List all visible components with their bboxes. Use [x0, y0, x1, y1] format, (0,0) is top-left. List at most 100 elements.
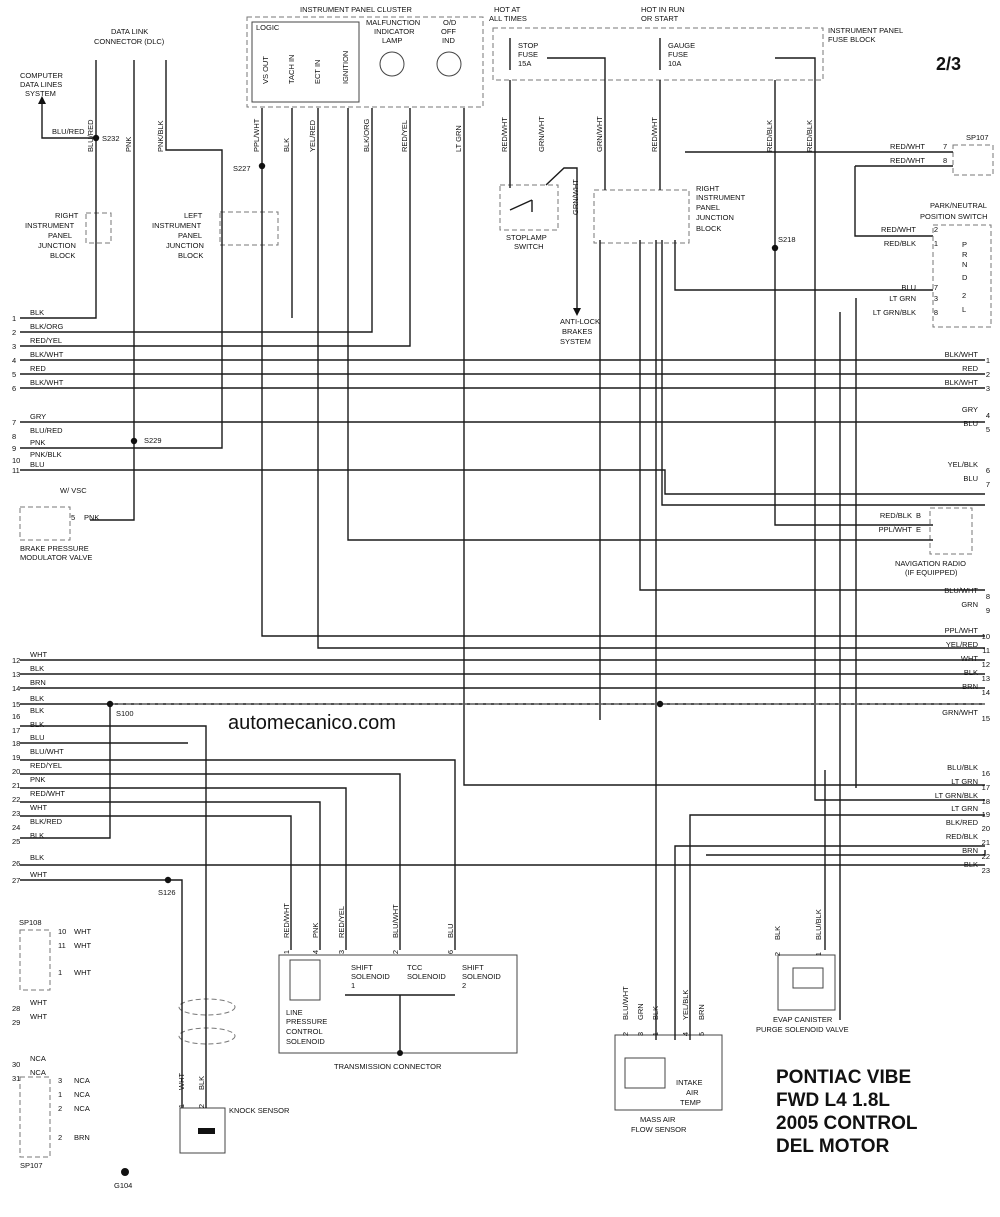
left-pin-number: 11: [12, 466, 20, 475]
right-pin-wire: BLK: [964, 860, 978, 869]
sp108-label: SP108: [19, 918, 42, 927]
left-ip-jb-4: JUNCTION: [166, 241, 204, 250]
splice-s126: [164, 876, 172, 884]
fuse-icons: [509, 38, 661, 70]
transmission-wire: PNK: [311, 923, 320, 938]
left-pin-number: 21: [12, 781, 20, 790]
knock-pin: 1: [177, 1104, 186, 1108]
park-neutral-1: PARK/NEUTRAL: [930, 201, 987, 210]
maf-wire: BLU/WHT: [621, 986, 630, 1020]
left-pin-number: 14: [12, 684, 20, 693]
shift-sol-1-c: 1: [351, 981, 355, 990]
brake-pressure-box: [19, 506, 71, 541]
right-pin-wire: YEL/BLK: [948, 460, 978, 469]
maf-wire: GRN: [636, 1003, 645, 1020]
right-pin-wire: WHT: [961, 654, 978, 663]
left-pin-wire: RED/WHT: [30, 789, 65, 798]
left-pin-wire: BLK/WHT: [30, 378, 64, 387]
evap-pin: 2: [773, 952, 782, 956]
right-ip-jb-2: INSTRUMENT: [696, 193, 746, 202]
right-pin-wire: RED/BLK: [946, 832, 978, 841]
title-line-4: DEL MOTOR: [776, 1136, 890, 1157]
evap-2: PURGE SOLENOID VALVE: [756, 1025, 849, 1034]
right-ip-jb-l-1: RIGHT: [55, 211, 79, 220]
shield-top: [178, 998, 236, 1016]
splice-s100: [106, 700, 114, 708]
sp107-wire: NCA: [74, 1076, 90, 1085]
ip-fuse-block-2: FUSE BLOCK: [828, 35, 876, 44]
right-ip-jb-l-2: INSTRUMENT: [25, 221, 75, 230]
right-pin-number: 23: [982, 866, 990, 875]
shift-sol-2-b: SOLENOID: [462, 972, 501, 981]
dlc-label-2: CONNECTOR (DLC): [94, 37, 165, 46]
left-pin-number: 1: [12, 314, 16, 323]
hot-in-run-2: OR START: [641, 14, 679, 23]
shift-sol-2-c: 2: [462, 981, 466, 990]
knock-pin: 2: [197, 1104, 206, 1108]
left-pin-number: 17: [12, 726, 20, 735]
logic-label: LOGIC: [256, 23, 280, 32]
left-pin-wire: BLU/RED: [30, 426, 63, 435]
right-pin-wire: BLU/WHT: [944, 586, 978, 595]
maf-wire: YEL/BLK: [681, 990, 690, 1020]
stop-fuse-3: 15A: [518, 59, 531, 68]
left-pin-wire: RED/YEL: [30, 761, 62, 770]
left-ip-jb-5: BLOCK: [178, 251, 203, 260]
left-pin-number: 9: [12, 444, 16, 453]
hot-at-all-times-2: ALL TIMES: [489, 14, 527, 23]
ground-g104-icon: [121, 1168, 129, 1176]
left-pin-number: 12: [12, 656, 20, 665]
left-pin-number: 19: [12, 753, 20, 762]
line-pressure-3: CONTROL: [286, 1027, 323, 1036]
right-pin-number: 16: [982, 769, 990, 778]
sp107-top-pin-2: 8: [943, 156, 947, 165]
ect-in-label: ECT IN: [313, 60, 322, 84]
iat-1: INTAKE: [676, 1078, 703, 1087]
anti-lock-2: BRAKES: [562, 327, 592, 336]
right-pin-number: 2: [986, 370, 990, 379]
left-pin-number: 3: [12, 342, 16, 351]
right-pin-number: 15: [982, 714, 990, 723]
sp107-pin: 1: [58, 1090, 62, 1099]
sp108-wire: WHT: [74, 927, 91, 936]
sp107-top-wire-2: RED/WHT: [890, 156, 925, 165]
top-wire-label: BLK: [282, 138, 291, 152]
top-wire-label: YEL/RED: [308, 119, 317, 152]
tach-in-label: TACH IN: [287, 55, 296, 84]
computer-data-lines-3: SYSTEM: [25, 89, 56, 98]
left-pin-wire: BLU: [30, 460, 45, 469]
transmission-connector-label: TRANSMISSION CONNECTOR: [334, 1062, 442, 1071]
gauge-fuse-1: GAUGE: [668, 41, 695, 50]
park-neutral-wire: RED/WHT: [881, 225, 916, 234]
transmission-wire: BLU: [446, 923, 455, 938]
prnd-letter: N: [962, 260, 967, 269]
vs-out-label: VS OUT: [261, 56, 270, 84]
sp108-pin: 10: [58, 927, 66, 936]
left-pin-wire: RED/YEL: [30, 336, 62, 345]
right-pin-wire: BLK/WHT: [945, 378, 979, 387]
right-ip-jb-l-5: BLOCK: [50, 251, 75, 260]
sp107-pin: 3: [58, 1076, 62, 1085]
tcc-sol-b: SOLENOID: [407, 972, 446, 981]
top-wire-label: PNK: [124, 137, 133, 152]
left-pin-wire: BLU: [30, 733, 45, 742]
logic-box: [251, 21, 360, 103]
splice-label-s126: S126: [158, 888, 176, 897]
shield-bottom: [178, 1027, 236, 1045]
left-pin-wire: BLK: [30, 664, 44, 673]
right-pin-wire: BLK: [964, 668, 978, 677]
left-ip-jb-2: INSTRUMENT: [152, 221, 202, 230]
svg-text:PNK: PNK: [84, 513, 99, 522]
left-pin-wire: BLK: [30, 831, 44, 840]
od-off-label-2: OFF: [441, 27, 456, 36]
sp107-pin: 2: [58, 1104, 62, 1113]
left-ip-jb-box: [219, 211, 279, 246]
left-pin-wire: BLK: [30, 720, 44, 729]
left-pin-number: 27: [12, 876, 20, 885]
left-pin-wire: WHT: [30, 870, 47, 879]
right-pin-number: 20: [982, 824, 990, 833]
left-pin-wire: BLK/WHT: [30, 350, 64, 359]
sp108-box: [19, 929, 51, 991]
top-wire-label: RED/WHT: [500, 117, 509, 152]
